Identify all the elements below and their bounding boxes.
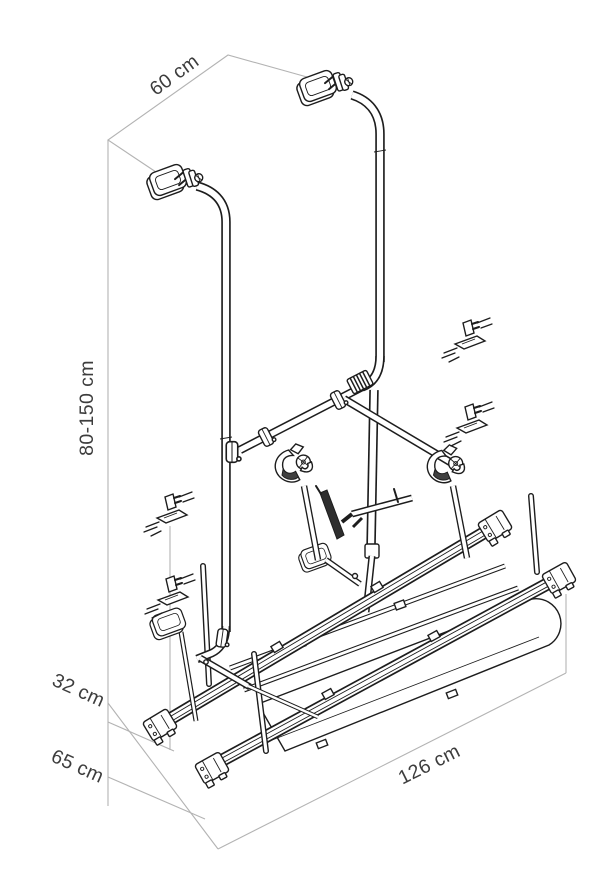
wall-bracket-right (293, 68, 340, 108)
dimension-line-126cm (217, 672, 567, 850)
center-holder-assembly (295, 485, 412, 587)
strap-bracket-part (143, 491, 195, 537)
bumper-band (256, 597, 562, 752)
dimension-lines (107, 54, 567, 850)
bike-frame-clamp-left (271, 441, 318, 560)
support-tube-left (197, 186, 233, 632)
box-edge-bottom-left (107, 702, 219, 850)
rubber-strap (319, 489, 345, 540)
wheel-rail-upper (141, 508, 516, 747)
dimension-line-32cm (107, 721, 175, 752)
label-65cm: 65 cm (48, 745, 107, 788)
tube-collar-left (225, 440, 242, 464)
tube-seam-left (219, 436, 233, 440)
center-post (365, 390, 380, 612)
label-80-150cm: 80-150 cm (76, 360, 98, 456)
strap-bracket-part (443, 401, 495, 447)
dimension-line-60cm (107, 54, 308, 173)
rail-end-cap (476, 508, 516, 548)
lower-wall-mount-left (146, 605, 318, 721)
crossbar (240, 386, 455, 465)
label-126cm: 126 cm (395, 740, 464, 789)
support-tube-right (352, 95, 387, 387)
label-32cm: 32 cm (49, 669, 108, 712)
strap-bracket-part (441, 317, 493, 363)
dimension-line-65cm (107, 776, 206, 820)
rail-end-cap (540, 560, 580, 600)
tube-seam-right (373, 149, 387, 153)
